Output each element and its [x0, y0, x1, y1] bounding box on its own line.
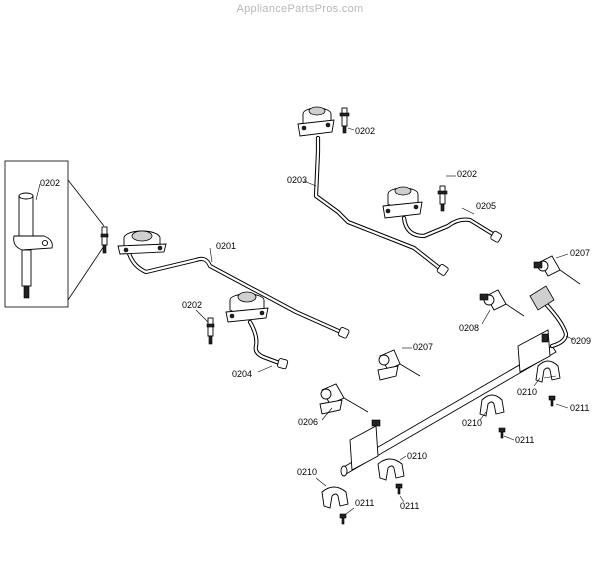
screw-0211-mid[interactable]	[498, 427, 506, 439]
callout-0204: 0204	[232, 369, 252, 379]
callout-0202-top: 0202	[355, 126, 375, 136]
callout-0202-mid: 0202	[182, 300, 202, 310]
callout-0203: 0203	[287, 175, 307, 185]
clip-0210-right[interactable]	[535, 360, 561, 383]
screw-0211-right[interactable]	[548, 395, 556, 407]
callout-0211-right: 0211	[570, 403, 589, 413]
callout-0211-center: 0211	[400, 501, 419, 511]
callout-0211-left: 0211	[355, 498, 374, 508]
burner-assembly-0204[interactable]	[225, 291, 289, 370]
callout-0210-left: 0210	[297, 467, 317, 477]
callout-0210-right: 0210	[517, 387, 537, 397]
callout-0207-center: 0207	[413, 342, 433, 352]
inset-detail: 0202	[4, 160, 105, 308]
callout-0207-far-right: 0207	[570, 248, 590, 258]
thermocouple-right[interactable]	[437, 185, 448, 212]
thermocouple-mid[interactable]	[206, 317, 215, 345]
callout-0211-mid: 0211	[515, 435, 534, 445]
callout-0202-inset: 0202	[40, 178, 60, 188]
valve-0206[interactable]	[319, 383, 369, 415]
clip-0210-mid[interactable]	[479, 394, 505, 417]
callout-0206: 0206	[298, 417, 318, 427]
screw-0211-center[interactable]	[395, 483, 403, 495]
callout-0210-mid: 0210	[462, 418, 482, 428]
clip-0210-left[interactable]	[321, 486, 349, 509]
callout-0210-center: 0210	[407, 451, 427, 461]
callout-0208: 0208	[459, 323, 479, 333]
burner-tube-0203[interactable]	[297, 106, 449, 276]
watermark: AppliancePartsPros.com	[236, 3, 364, 15]
valve-0208[interactable]	[479, 289, 525, 317]
clip-0210-center[interactable]	[377, 458, 405, 481]
callout-0201: 0201	[216, 241, 236, 251]
burner-tube-0205[interactable]	[382, 186, 503, 243]
valve-0207-center[interactable]	[377, 349, 421, 381]
callout-0205: 0205	[476, 201, 496, 211]
thermocouple-small-left[interactable]	[100, 226, 109, 254]
flex-hose-0209[interactable]	[529, 285, 569, 349]
callout-0202-right: 0202	[457, 169, 477, 179]
callout-0209: 0209	[571, 336, 591, 346]
screw-0211-left[interactable]	[339, 513, 347, 525]
thermocouple-top[interactable]	[339, 107, 350, 134]
inset-frame	[4, 160, 69, 308]
inset-thermocouple[interactable]	[13, 192, 53, 299]
valve-0207-far-right[interactable]	[533, 255, 581, 285]
gas-manifold[interactable]	[340, 329, 557, 477]
burner-tube-0201[interactable]	[117, 230, 350, 339]
